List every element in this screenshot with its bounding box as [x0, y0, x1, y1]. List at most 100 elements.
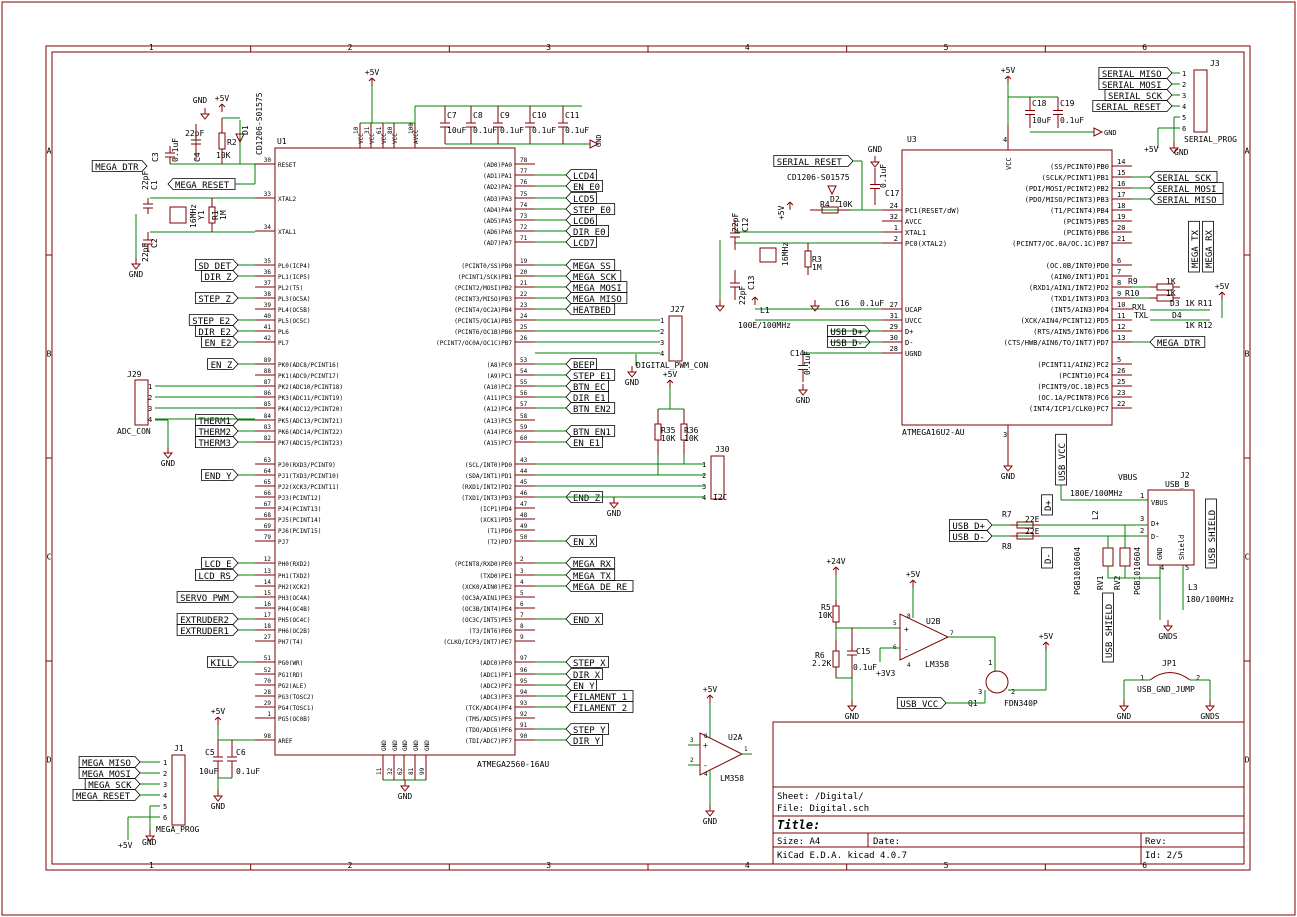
- wires: +5VC710uFC80.1uFC90.1uFC100.1uFC110.1uFG…: [72, 59, 1237, 850]
- u3-pin-num: 17: [1117, 191, 1125, 199]
- net-label-text: EXTRUDER2: [180, 616, 229, 626]
- u1-pin-num: 12: [264, 556, 272, 563]
- net-btn_en2: BTN_EN2: [565, 402, 616, 415]
- r5-val: 10K: [818, 611, 833, 620]
- col-label: 5: [944, 43, 949, 52]
- file-name: File: Digital.sch: [777, 804, 869, 814]
- u1-pin-name: (A12)PC4: [483, 406, 512, 413]
- r8-val: 22E: [1025, 527, 1040, 536]
- power-symbol: [751, 296, 759, 305]
- u3-pin-name: (T1/PCINT4)PB4: [1050, 207, 1109, 215]
- u1-pin-num: 22: [520, 291, 528, 298]
- u1-pin-num: 100: [408, 123, 415, 134]
- u1-pin-name: PH2(XCK2): [278, 584, 311, 591]
- net-label-text: END_Y: [205, 472, 233, 482]
- net-d-minus: D-: [1041, 547, 1054, 569]
- net-label-text: USB_D-: [830, 339, 863, 349]
- u3-pin-name: (OC.1A/PCINT8)PC6: [1037, 394, 1109, 402]
- col-label: 2: [348, 861, 353, 870]
- net-label-text: USB_VCC: [1058, 443, 1068, 481]
- net-dir_e0: DIR_E0: [565, 225, 609, 238]
- u3-pin-name: (PCINT6)PB6: [1063, 229, 1109, 237]
- net-step_e2: STEP_E2: [188, 314, 239, 327]
- j1-name: MEGA_PROG: [156, 825, 200, 834]
- net-label-text: STEP_E2: [192, 317, 230, 327]
- u1-top-pin: VCC: [369, 133, 376, 144]
- u1-pin-num: 42: [264, 335, 272, 342]
- u2b-pin: 5: [893, 620, 897, 627]
- rv1: [1102, 547, 1114, 567]
- j27-pin: 4: [660, 350, 664, 358]
- u1-pin-name: PJ7: [278, 539, 289, 546]
- gnd-label: GND: [1104, 129, 1117, 137]
- y1-ref: Y1: [197, 210, 206, 220]
- u1-pin-num: 93: [520, 700, 528, 707]
- u3-pin-name: (SS/PCINT0)PB0: [1050, 163, 1109, 171]
- net-label-text: SERIAL_MOSI: [1102, 81, 1162, 91]
- u1-pin-num: 45: [520, 479, 528, 486]
- u2a-pin: 2: [690, 757, 694, 764]
- net-dir_z: DIR_Z: [201, 270, 239, 283]
- c4-val: 22pF: [185, 129, 204, 138]
- u1-pin-num: 97: [520, 655, 528, 662]
- rxl-label: RXL: [1132, 303, 1147, 312]
- net-mega_de_re: MEGA_DE_RE: [565, 580, 634, 593]
- cap-val: 0.1uF: [473, 126, 497, 135]
- gnd-label: GND: [1117, 712, 1132, 721]
- u1-pin-name: RESET: [278, 162, 296, 169]
- u2b-ref: U2B: [926, 617, 941, 626]
- u1-pin-name: (ICP1)PD4: [479, 506, 512, 513]
- gnd-label: GND: [1001, 472, 1016, 481]
- u1-pin-num: 49: [520, 523, 528, 530]
- net-label-text: MEGA_RX: [573, 560, 612, 570]
- u1-pin-num: 2: [520, 556, 524, 563]
- net-mega_mosi: MEGA_MOSI: [78, 767, 141, 780]
- net-extruder2: EXTRUDER2: [176, 613, 239, 626]
- vbus-label: VBUS: [1118, 473, 1137, 482]
- u1-pin-name: (AD4)PA4: [483, 207, 512, 214]
- net-label-text: MEGA_DTR: [1157, 339, 1201, 349]
- net-end_x: END_X: [565, 613, 603, 626]
- net-label-text: MEGA_SCK: [88, 781, 132, 791]
- rv2-ref: RV2: [1113, 575, 1122, 590]
- net-label-text: SERIAL_MOSI: [1157, 185, 1217, 195]
- u1-pin-num: 48: [520, 512, 528, 519]
- u3-pin-name: (RXD1/AIN1/INT2)PD2: [1029, 284, 1109, 292]
- net-label-text: THERM1: [198, 417, 231, 427]
- c18-val: 10uF: [1032, 116, 1051, 125]
- gnd-symbol: [1168, 142, 1180, 154]
- col-label: 3: [546, 861, 551, 870]
- u1-pin-num: 38: [264, 291, 272, 298]
- col-label: 2: [348, 43, 353, 52]
- u1-pin-name: (ADC0)PF0: [479, 660, 512, 667]
- u1-pin-name: PG5(OC0B): [278, 716, 311, 723]
- u3-pin-num: 18: [1117, 202, 1125, 210]
- net-beep: BEEP: [565, 358, 597, 371]
- date-label: Date:: [873, 837, 900, 847]
- net-en_e2: EN_E2: [201, 336, 239, 349]
- r11-val: 1K: [1185, 299, 1195, 308]
- u1-pin-num: 85: [264, 401, 272, 408]
- u1-pin-num: 52: [264, 667, 272, 674]
- j2-pin: GND: [1156, 547, 1164, 560]
- u3-pin-name: (PCINT9/OC.1B)PC5: [1037, 383, 1109, 391]
- net-heatbed: HEATBED: [565, 303, 616, 316]
- net-step_y: STEP_Y: [565, 723, 609, 736]
- u1-pin-name: (T2)PD7: [487, 539, 513, 546]
- net-btn_ec: BTN_EC: [565, 380, 609, 393]
- power-symbol: +5V: [663, 370, 677, 388]
- j30-pin: 2: [702, 472, 706, 480]
- net-mega-dtr: MEGA_DTR: [91, 160, 148, 173]
- net-label-text: LCD7: [573, 239, 595, 249]
- l3-val: 180/100MHz: [1186, 595, 1234, 604]
- net-filament_1: FILAMENT_1: [565, 690, 634, 703]
- u2b-pin: 4: [907, 662, 911, 669]
- net-label-text: FILAMENT_1: [573, 693, 627, 703]
- j30-ref: J30: [715, 445, 730, 454]
- u1-pin-name: (OC3C/INT5)PE5: [461, 617, 512, 624]
- net-label-text: USB_VCC: [900, 700, 938, 710]
- net-label-text: MEGA_TX: [1191, 229, 1201, 268]
- net-mega_reset: MEGA_RESET: [72, 789, 141, 802]
- j2-pin-num: 2: [1140, 527, 1144, 535]
- u1-pin-name: (AD2)PA2: [483, 184, 512, 191]
